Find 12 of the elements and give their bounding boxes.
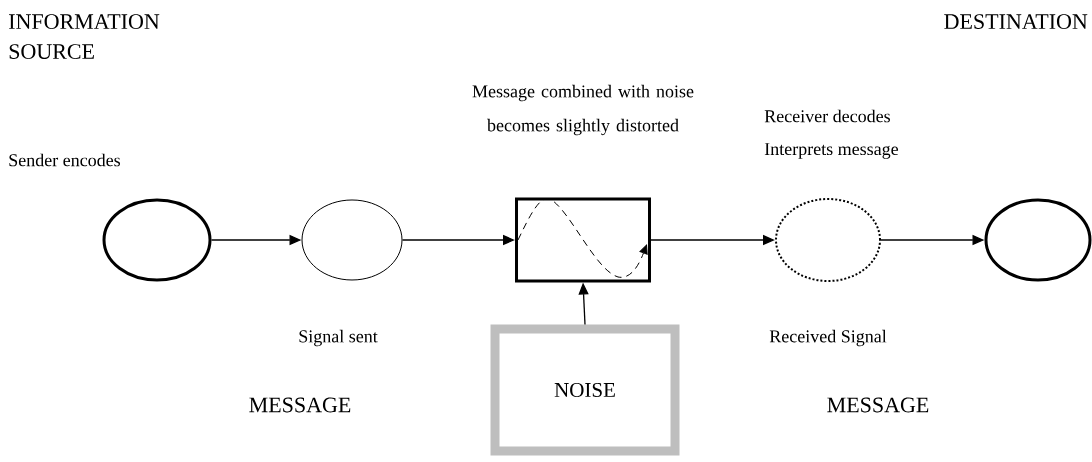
ellipse [984,198,1092,282]
heading: MESSAGE [827,397,929,413]
heading: DESTINATION [944,14,1088,29]
caption-text: Receiver decodes [764,109,890,123]
ellipse [102,198,212,282]
caption-text: Received Signal [769,329,887,347]
noise-box: NOISE [490,324,680,456]
heading: INFORMATION SOURCE [9,14,160,59]
heading: MESSAGE [249,397,351,413]
ellipse [301,199,403,281]
caption-text: Message combined with noise becomes slightly distorted [472,84,694,136]
dotted-ellipse [775,198,881,282]
